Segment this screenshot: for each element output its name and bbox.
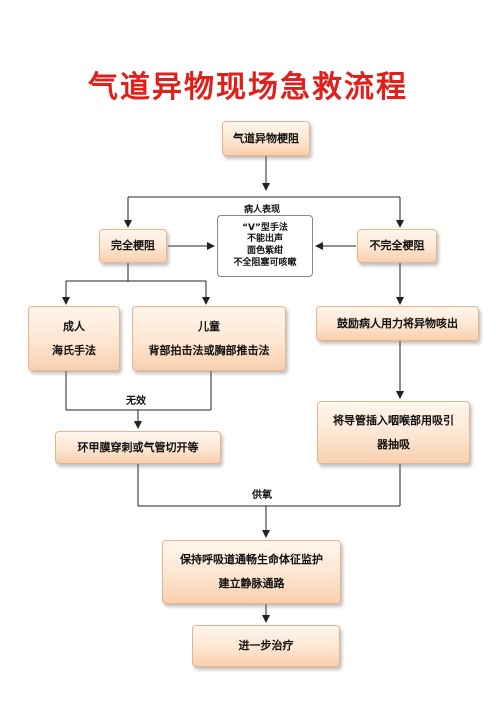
adult-node: 成人 海氏手法 <box>28 306 120 371</box>
cough-node: 鼓励病人用力将异物咳出 <box>316 306 479 341</box>
maintain-line: 保持呼吸道通畅生命体征监护 <box>180 553 323 567</box>
oxygen-label: 供氧 <box>252 490 272 501</box>
further-treatment-label: 进一步治疗 <box>238 639 294 653</box>
adult-method: 海氏手法 <box>52 343 96 357</box>
child-title: 儿童 <box>198 319 220 333</box>
suction-node: 将导管插入咽喉部用吸引 器抽吸 <box>317 401 470 464</box>
symptom-item: “V”型手法 <box>242 222 288 233</box>
page-title: 气道异物现场急救流程 <box>88 70 408 105</box>
child-node: 儿童 背部拍击法或胸部推击法 <box>132 306 286 371</box>
symptoms-node: “V”型手法 不能出声 面色紫绀 不全阻塞可咳嗽 <box>217 215 313 277</box>
start-node-label: 气道异物梗阻 <box>233 131 299 145</box>
complete-obstruction-node: 完全梗阻 <box>99 229 167 263</box>
symptom-item: 不全阻塞可咳嗽 <box>233 257 297 268</box>
symptom-item: 面色紫绀 <box>246 246 283 256</box>
symptom-item: 不能出声 <box>246 234 283 245</box>
cough-label: 鼓励病人用力将异物咳出 <box>337 316 458 330</box>
symptoms-header: 病人表现 <box>244 205 281 215</box>
child-method: 背部拍击法或胸部推击法 <box>148 343 270 357</box>
suction-line: 将导管插入咽喉部用吸引 <box>333 413 454 427</box>
suction-line: 器抽吸 <box>377 437 410 451</box>
maintain-line: 建立静脉通路 <box>218 577 285 590</box>
complete-obstruction-label: 完全梗阻 <box>111 239 155 253</box>
adult-title: 成人 <box>63 319 85 333</box>
start-node: 气道异物梗阻 <box>222 121 310 156</box>
incomplete-obstruction-node: 不完全梗阻 <box>357 229 437 263</box>
ineffective-label: 无效 <box>126 396 146 407</box>
cricothyroid-node: 环甲膜穿刺或气管切开等 <box>55 431 221 464</box>
incomplete-obstruction-label: 不完全梗阻 <box>369 239 425 253</box>
maintain-node: 保持呼吸道通畅生命体征监护 建立静脉通路 <box>162 540 341 604</box>
cricothyroid-label: 环甲膜穿刺或气管切开等 <box>77 440 199 454</box>
further-treatment-node: 进一步治疗 <box>192 625 340 667</box>
